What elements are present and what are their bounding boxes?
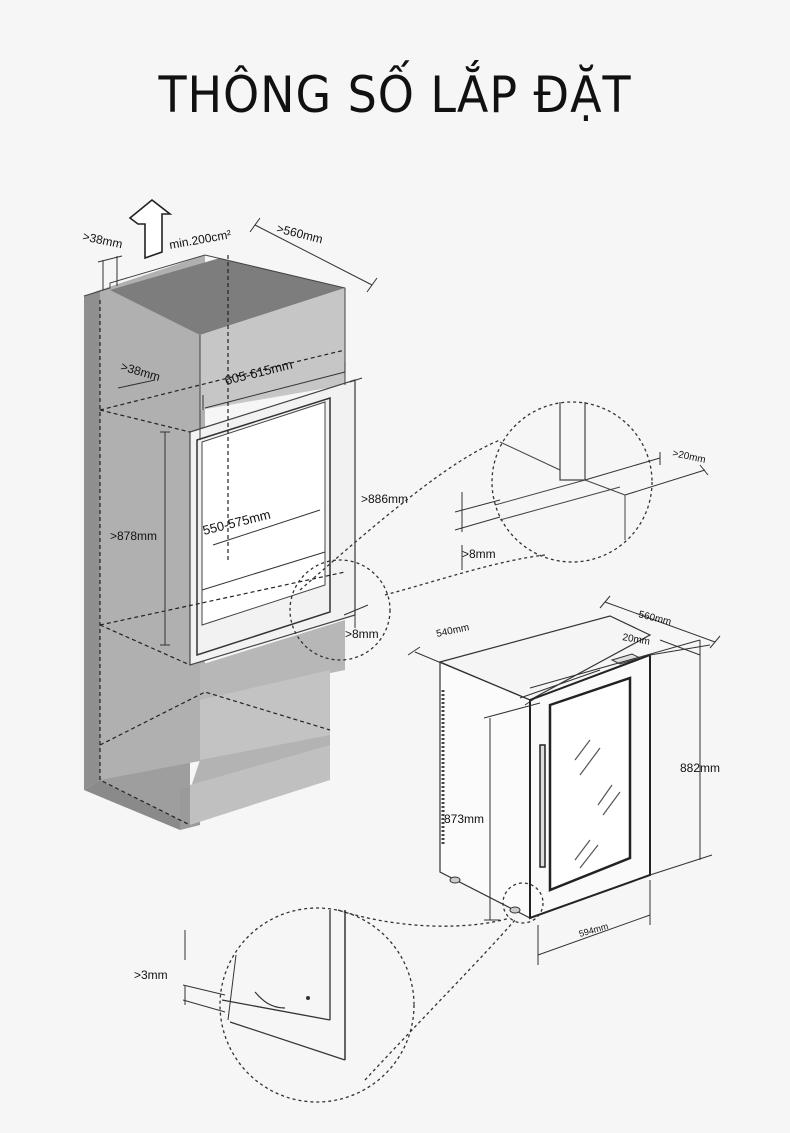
connector-line-top xyxy=(299,439,501,591)
height-min-label: >878mm xyxy=(110,529,157,543)
vent-area-label: min.200cm² xyxy=(168,227,232,252)
detail-top-side-gap-label: >20mm xyxy=(671,448,706,466)
body-height-label: 873mm xyxy=(444,812,484,826)
door-depth-label: 20mm xyxy=(621,632,650,648)
detail-circle-bottom xyxy=(182,882,544,1103)
width-label: 594mm xyxy=(578,921,610,939)
zoom-circle-cabinet xyxy=(289,559,391,661)
cabinet-drawing xyxy=(83,254,356,830)
total-height-label: 882mm xyxy=(680,761,720,775)
height-open-label: >886mm xyxy=(361,492,408,506)
bottom-detail-gap-label: >3mm xyxy=(134,968,168,982)
bottom-gap-label: >8mm xyxy=(345,627,379,641)
body-depth-label: 540mm xyxy=(435,622,470,640)
vent-arrow-icon xyxy=(128,198,173,260)
page-title: THÔNG SỐ LẮP ĐẶT xyxy=(158,66,632,124)
appliance-dimension-lines xyxy=(407,595,721,965)
top-gap-label: >38mm xyxy=(81,229,123,251)
wine-fridge-drawing xyxy=(438,615,652,920)
detail-circle-top xyxy=(454,401,709,570)
detail-top-bottom-gap-label: >8mm xyxy=(462,547,496,561)
cabinet-dimension-lines xyxy=(97,217,378,646)
connector-line-top-2 xyxy=(384,554,546,596)
cabinet-depth-label: >560mm xyxy=(275,221,324,246)
